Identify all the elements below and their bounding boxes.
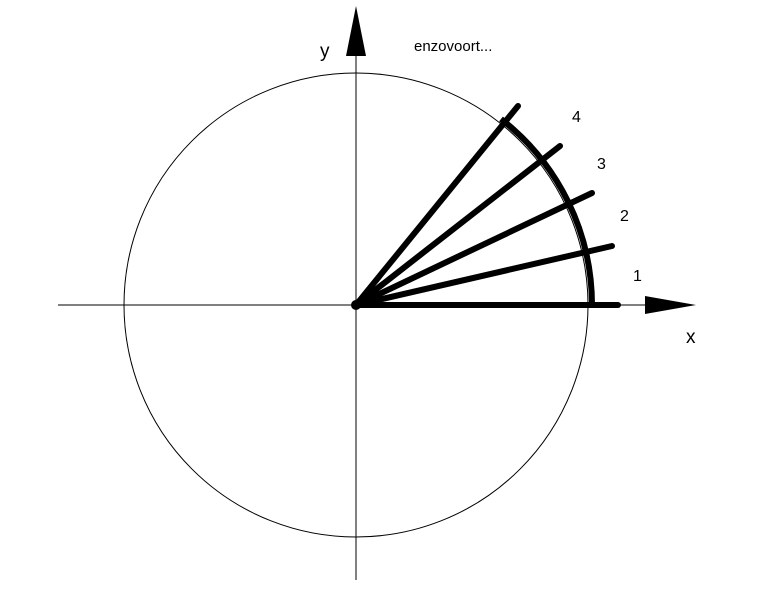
y-axis-arrowhead xyxy=(346,6,366,56)
ray-label-2: 2 xyxy=(620,208,629,225)
ray-1 xyxy=(353,243,615,308)
continuation-note: enzovoort... xyxy=(414,38,492,55)
ray-label-1: 1 xyxy=(633,268,642,285)
origin-dot xyxy=(351,300,361,310)
x-axis-label: x xyxy=(686,327,696,348)
ray-4 xyxy=(353,103,521,308)
ray-label-3: 3 xyxy=(597,156,606,173)
ray-label-4: 4 xyxy=(572,109,581,126)
x-axis-arrowhead xyxy=(645,296,696,314)
y-axis-label: y xyxy=(320,41,330,62)
ray-2 xyxy=(353,190,595,308)
ray-3 xyxy=(353,143,563,308)
